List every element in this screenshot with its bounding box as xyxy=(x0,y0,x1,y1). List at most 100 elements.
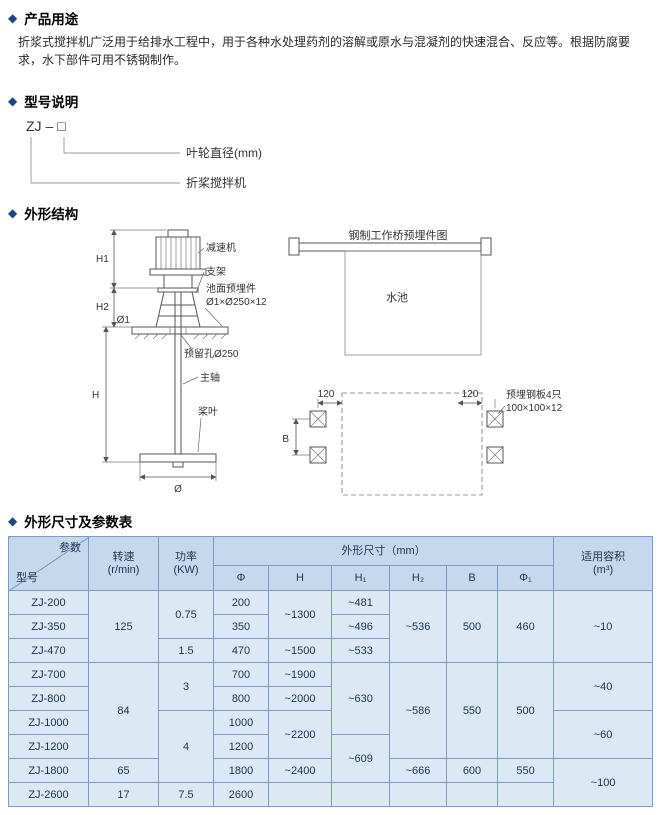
cell-phi: 1800 xyxy=(213,758,269,783)
col-header-phi1: Φ₁ xyxy=(496,565,555,591)
cell-phi1: 500 xyxy=(496,662,555,759)
cell-model: ZJ-1800 xyxy=(8,758,89,783)
cell-h1: ~496 xyxy=(331,614,390,639)
col-header-h: H xyxy=(268,565,332,591)
col-header-power: 功率 (KW) xyxy=(158,536,214,591)
header-line: 转速 xyxy=(112,550,135,563)
table-row: ZJ-1000 4 1000 ~2200 ~60 xyxy=(8,710,654,783)
cell-volume: ~10 xyxy=(553,590,654,663)
dim-label-120-left: 120 xyxy=(318,389,335,400)
dim-label-b: B xyxy=(282,434,289,445)
embed-plate-plan xyxy=(292,392,504,496)
cell-h1: ~609 xyxy=(331,734,390,783)
cell-phi: 800 xyxy=(213,686,269,711)
cell-power: 0.75 xyxy=(158,590,214,639)
dimension-lines xyxy=(102,229,217,481)
cell-phi: 200 xyxy=(213,590,269,615)
table-row: ZJ-200 125 0.75 200 ~1300 ~481 ~536 500 … xyxy=(8,590,654,663)
cell-h2: ~586 xyxy=(389,662,447,759)
header-line: (m³) xyxy=(593,563,614,576)
cell-phi1: 460 xyxy=(496,590,555,663)
diamond-icon: ◆ xyxy=(8,94,18,108)
cell-h: ~1500 xyxy=(268,638,332,663)
structure-diagrams: H1 H2 H Ø1 Ø 减速机 支架 池面预埋件 Ø1×Ø250×12 预留孔… xyxy=(92,229,563,496)
dim-label-d: Ø xyxy=(174,484,182,495)
cell-power: 3 xyxy=(158,662,214,711)
section-heading-model: ◆ 型号说明 xyxy=(8,91,652,111)
cell-b: 600 xyxy=(446,758,498,783)
model-line-type xyxy=(30,137,180,184)
cell-power: 7.5 xyxy=(158,782,214,807)
corner-label-param: 参数 xyxy=(59,542,81,554)
col-header-dims: 外形尺寸（mm） xyxy=(212,536,555,566)
mixer-elevation-diagram: H1 H2 H Ø1 Ø 减速机 支架 池面预埋件 Ø1×Ø250×12 预留孔… xyxy=(92,229,267,495)
support-bracket xyxy=(155,291,201,328)
cell-b: 550 xyxy=(446,662,498,759)
cell-h: ~2000 xyxy=(268,686,332,711)
cell-empty xyxy=(268,782,332,807)
section-heading-product-use: ◆ 产品用途 xyxy=(8,8,652,28)
cell-empty xyxy=(446,782,498,807)
cell-speed: 125 xyxy=(88,590,159,663)
dim-label-h: H xyxy=(92,390,99,401)
cell-power: 1.5 xyxy=(158,638,214,663)
header-line: (r/min) xyxy=(107,563,140,576)
cell-phi1: 550 xyxy=(496,758,555,783)
section-title-table: 外形尺寸及参数表 xyxy=(24,515,133,530)
cell-h: ~1900 xyxy=(268,662,332,687)
cell-h1: ~630 xyxy=(331,662,390,735)
label-reducer: 减速机 xyxy=(206,241,236,254)
cell-empty xyxy=(389,782,447,807)
table-row: ZJ-800 800 ~2000 xyxy=(8,686,653,711)
cell-speed: 84 xyxy=(88,662,159,759)
model-code-diagram: ZJ – □ 叶轮直径(mm) 折桨搅拌机 xyxy=(26,118,262,190)
label-bracket: 支架 xyxy=(206,266,226,278)
cell-speed: 17 xyxy=(88,782,159,807)
cell-h2: ~666 xyxy=(389,758,447,783)
col-header-volume: 适用容积 (m³) xyxy=(553,536,654,591)
section-heading-table: ◆ 外形尺寸及参数表 xyxy=(8,511,652,531)
corner-label-model: 型号 xyxy=(16,572,38,585)
section-title-model: 型号说明 xyxy=(24,95,79,110)
table-row: ZJ-1800 65 1800 ~2400 ~666 600 550 ~100 xyxy=(8,758,654,807)
cell-h2: ~536 xyxy=(389,590,447,663)
col-header-phi: Φ xyxy=(213,565,269,591)
section-title-product-use: 产品用途 xyxy=(24,12,79,27)
paddle xyxy=(139,453,217,468)
cell-phi: 470 xyxy=(213,638,269,663)
cell-volume: ~40 xyxy=(553,662,654,711)
diamond-icon: ◆ xyxy=(8,206,18,220)
header-line: (KW) xyxy=(173,563,199,576)
label-reserved-hole: 预留孔Ø250 xyxy=(184,347,239,360)
embedded-plates xyxy=(309,410,504,464)
label-shaft: 主轴 xyxy=(200,371,220,384)
cell-phi: 700 xyxy=(213,662,269,687)
product-use-paragraph: 折浆式搅拌机广泛用于给排水工程中，用于各种水处理药剂的溶解或原水与混凝剂的快速混… xyxy=(18,35,631,67)
label-plates-line2: 100×100×12 xyxy=(506,403,563,414)
reducer-motor xyxy=(149,229,207,293)
col-header-h2: H₂ xyxy=(389,565,447,591)
cell-power: 4 xyxy=(158,710,214,783)
label-pool: 水池 xyxy=(386,291,408,304)
cell-speed: 65 xyxy=(88,758,159,783)
col-header-b: B xyxy=(446,565,498,591)
cell-model: ZJ-700 xyxy=(8,662,89,687)
cell-volume: ~60 xyxy=(553,710,654,759)
header-line: 功率 xyxy=(175,550,197,563)
parameters-table: 参数 型号 转速 (r/min) 功率 (KW) 外形尺寸（mm） 适用容积 (… xyxy=(8,536,654,807)
cell-h: ~1300 xyxy=(268,590,332,639)
bridge-diagram-title: 钢制工作桥预埋件图 xyxy=(349,229,448,242)
cell-empty xyxy=(496,782,555,807)
table-row: ZJ-470 1.5 470 ~1500 ~533 xyxy=(8,638,653,663)
model-label-diameter: 叶轮直径(mm) xyxy=(186,146,262,160)
cell-phi: 1000 xyxy=(213,710,269,735)
dim-label-h1: H1 xyxy=(96,254,109,265)
model-line-diameter xyxy=(63,137,180,154)
cell-empty xyxy=(331,782,390,807)
label-paddle: 桨叶 xyxy=(198,405,218,418)
col-header-speed: 转速 (r/min) xyxy=(88,536,159,591)
cell-phi: 350 xyxy=(213,614,269,639)
cell-model: ZJ-1200 xyxy=(8,734,89,759)
model-label-type: 折桨搅拌机 xyxy=(186,175,246,190)
